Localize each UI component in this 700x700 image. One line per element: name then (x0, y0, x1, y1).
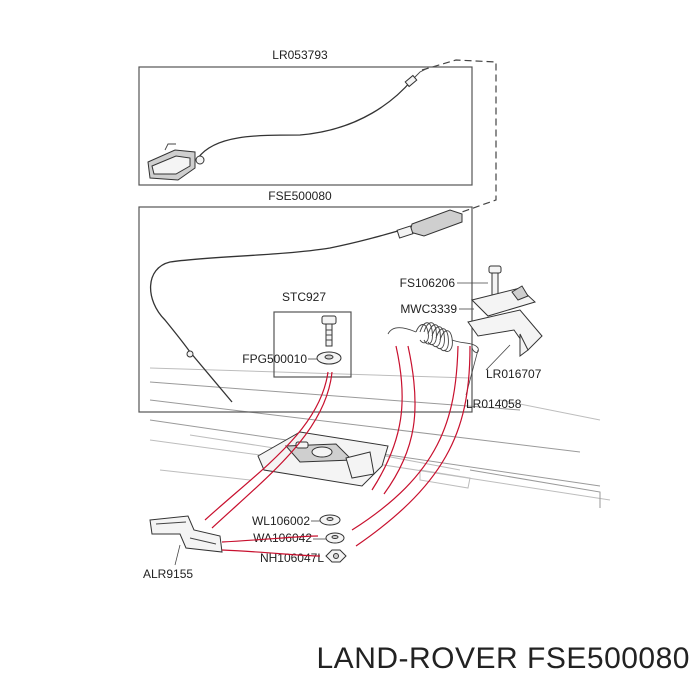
label-wl106002: WL106002 (252, 514, 310, 528)
label-lr014058: LR014058 (466, 397, 522, 411)
screw-fs106206-icon (488, 265, 502, 296)
nut-nh106047l-icon (325, 549, 347, 563)
red-callout-lines (204, 345, 471, 557)
panel-lr053793 (138, 66, 473, 186)
bolt-stc927-icon (321, 315, 337, 347)
label-stc927: STC927 (282, 290, 326, 304)
latch-assembly (257, 431, 389, 487)
caption-title: LAND-ROVER FSE500080 (316, 642, 690, 675)
washer-fpg500010-icon (316, 351, 342, 365)
label-fse500080: FSE500080 (268, 189, 332, 203)
catch-plate-mwc3339-icon (467, 285, 543, 357)
label-lr053793: LR053793 (272, 48, 328, 62)
label-nh106047l: NH106047L (260, 551, 324, 565)
release-cable-lr053793 (147, 67, 429, 181)
label-lr016707: LR016707 (486, 367, 542, 381)
spring-washer-wa106042-icon (325, 532, 345, 544)
dashed-link-line (421, 59, 497, 213)
label-fpg500010: FPG500010 (242, 352, 307, 366)
panel-stc927 (273, 311, 352, 378)
bracket-alr9155-icon (149, 515, 223, 553)
spring-lr014058-icon (387, 322, 479, 353)
vehicle-body-outline (149, 367, 611, 508)
leader-alr9155 (174, 544, 181, 566)
label-fs106206: FS106206 (400, 276, 456, 290)
panel-fse500080 (138, 206, 473, 413)
bonnet-release-cable-fse500080 (149, 209, 463, 403)
washer-wl106002-icon (319, 514, 341, 526)
label-alr9155: ALR9155 (143, 567, 193, 581)
leader-lr016707 (485, 344, 511, 371)
label-mwc3339: MWC3339 (400, 302, 457, 316)
